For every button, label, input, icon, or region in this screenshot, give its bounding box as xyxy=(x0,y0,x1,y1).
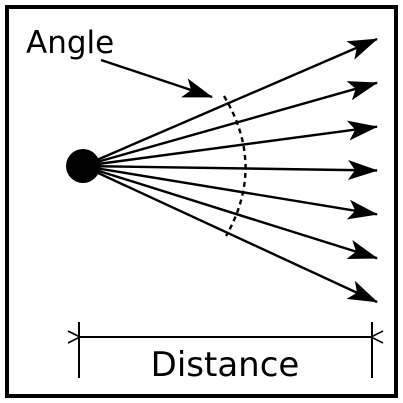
ray-arrow-7 xyxy=(82,164,378,304)
angle-pointer-arrow xyxy=(100,58,213,99)
angle-arc xyxy=(222,95,247,237)
rays-group xyxy=(82,37,378,304)
ray-arrow-2 xyxy=(82,81,378,168)
distance-label: Distance xyxy=(151,345,300,385)
source-point xyxy=(66,149,100,183)
ray-arrow-4 xyxy=(82,160,378,181)
ray-arrow-5 xyxy=(82,164,378,220)
ray-arrow-3 xyxy=(82,120,378,168)
angle-label: Angle xyxy=(26,25,114,61)
ray-arrow-1 xyxy=(82,37,378,168)
ray-arrow-6 xyxy=(82,164,378,260)
